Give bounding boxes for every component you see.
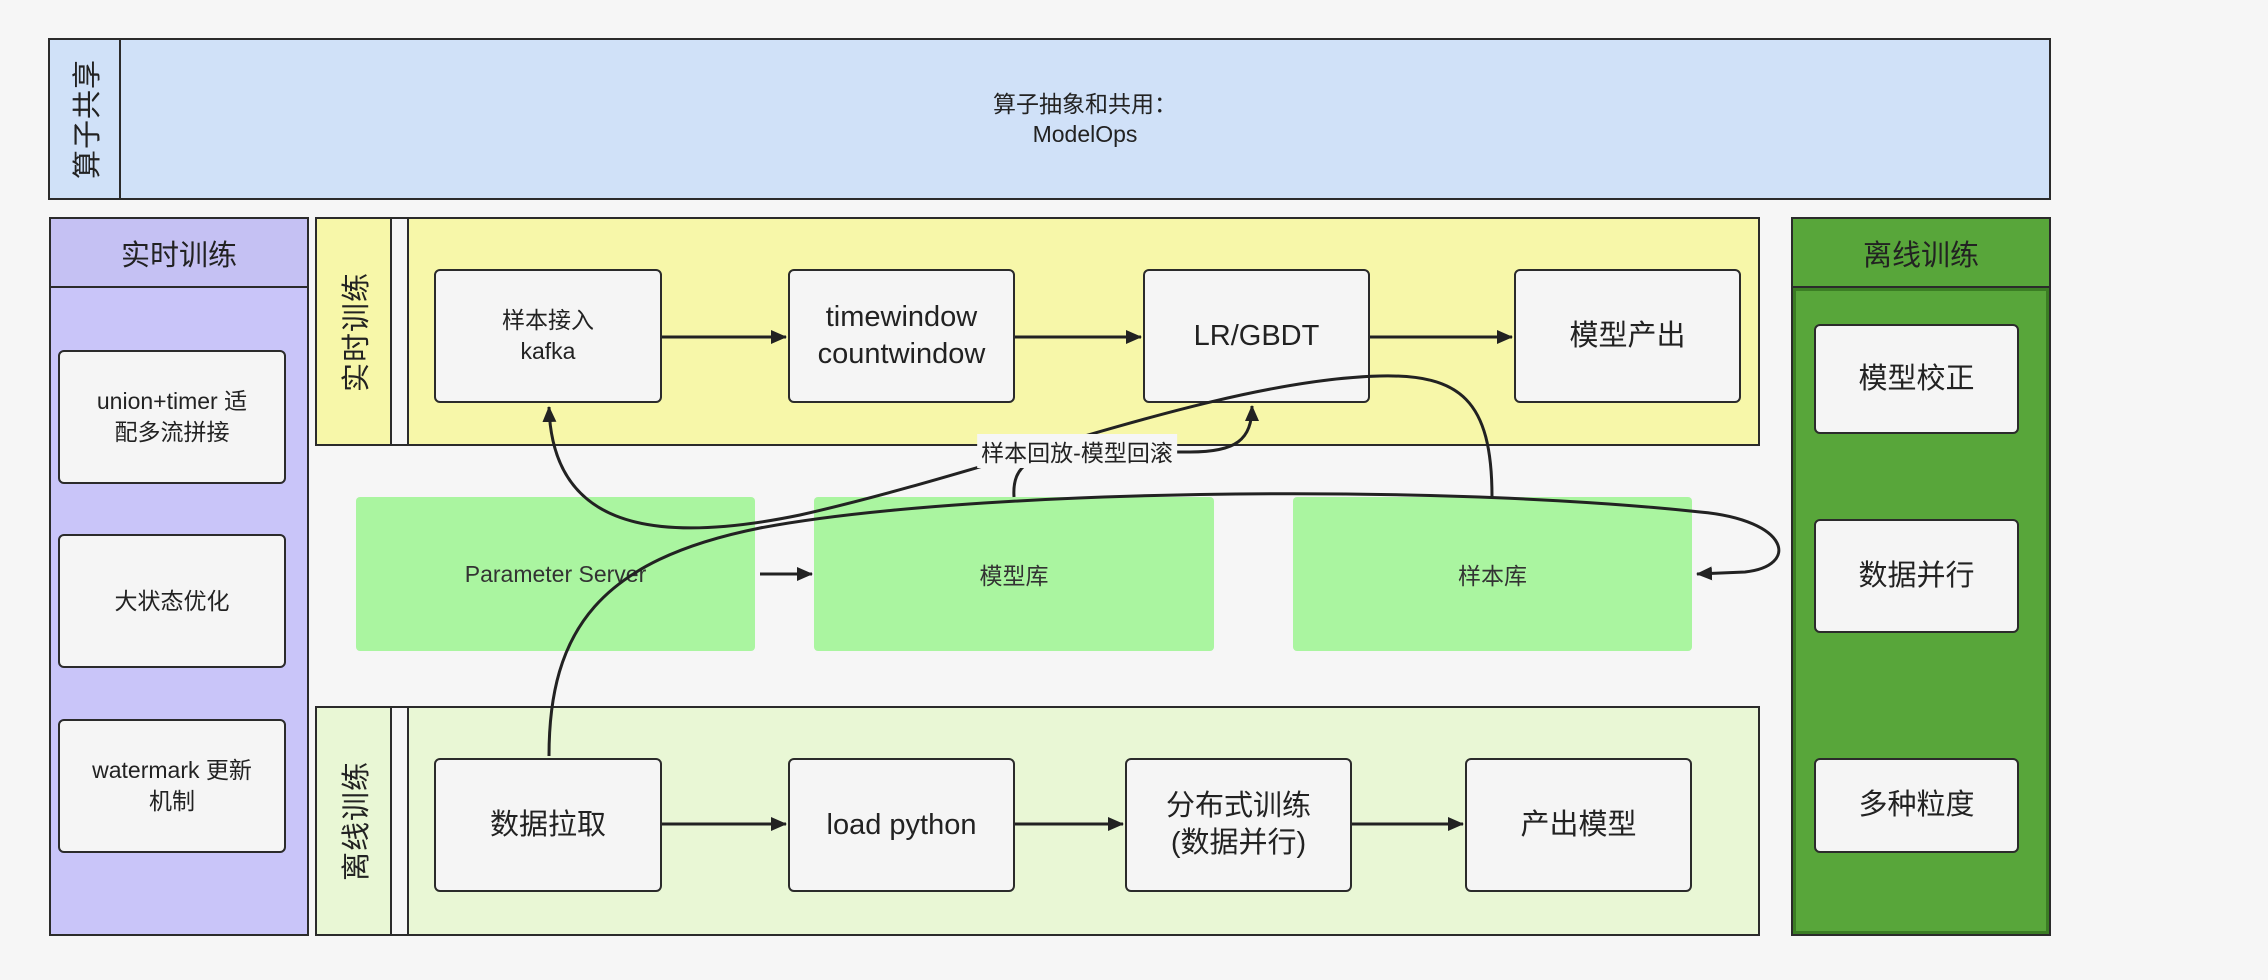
box-line: kafka — [520, 338, 576, 364]
box-line: (数据并行) — [1170, 827, 1307, 859]
step-data-pull: 数据拉取 — [434, 758, 662, 892]
box-line: watermark 更新 — [92, 757, 252, 783]
box-line: 分布式训练 — [1165, 790, 1311, 822]
step-sample-ingest-kafka: 样本接入 kafka — [434, 269, 662, 403]
box-line: countwindow — [817, 338, 986, 370]
box-line: 模型校正 — [1858, 362, 1975, 395]
operator-sharing-label: 算子共享 — [71, 58, 104, 180]
box-line: 模型产出 — [1569, 319, 1686, 352]
modelops-content: 算子抽象和共用： ModelOps — [121, 40, 2049, 198]
box-line: union+timer 适 — [96, 388, 248, 414]
offline-panel-title: 离线训练 — [1793, 219, 2049, 288]
realtime-lane-label: 实时训练 — [340, 271, 373, 392]
realtime-feature-multistream-join: union+timer 适 配多流拼接 — [58, 350, 286, 484]
realtime-training-panel: 实时训练 union+timer 适 配多流拼接 大状态优化 watermark… — [49, 217, 309, 936]
box-line: 大状态优化 — [114, 587, 230, 614]
box-line: 数据并行 — [1858, 559, 1975, 592]
offline-feature-data-parallel: 数据并行 — [1814, 519, 2019, 633]
box-line: timewindow — [825, 301, 978, 333]
realtime-lane-label-cell: 实时训练 — [317, 219, 392, 444]
lane-divider — [392, 708, 409, 934]
box-line: 样本接入 — [502, 307, 594, 333]
realtime-feature-large-state: 大状态优化 — [58, 534, 286, 668]
box-line: 产出模型 — [1520, 808, 1637, 841]
offline-lane-label: 离线训练 — [340, 760, 373, 882]
realtime-feature-watermark: watermark 更新 机制 — [58, 719, 286, 853]
step-lr-gbdt: LR/GBDT — [1143, 269, 1370, 403]
modelops-bar: 算子共享 算子抽象和共用： ModelOps — [48, 38, 2051, 200]
store-sample-repo: 样本库 — [1293, 497, 1692, 651]
replay-rollback-label: 样本回放-模型回滚 — [977, 434, 1177, 468]
offline-training-panel: 离线训练 模型校正 数据并行 多种粒度 — [1791, 217, 2051, 936]
step-windowing: timewindow countwindow — [788, 269, 1015, 403]
offline-training-lane: 离线训练 数据拉取 load python 分布式训练 (数据并行) 产出模型 — [315, 706, 1760, 936]
realtime-training-lane: 实时训练 样本接入 kafka timewindow countwindow L… — [315, 217, 1760, 446]
box-line: 配多流拼接 — [114, 419, 230, 445]
offline-feature-granularity: 多种粒度 — [1814, 758, 2019, 853]
step-distributed-training: 分布式训练 (数据并行) — [1125, 758, 1352, 892]
box-line: load python — [826, 808, 977, 841]
modelops-line-2: ModelOps — [1032, 121, 1138, 147]
store-model-repo: 模型库 — [814, 497, 1214, 651]
lane-divider — [392, 219, 409, 444]
store-parameter-server: Parameter Server — [356, 497, 755, 651]
step-model-output: 模型产出 — [1514, 269, 1741, 403]
offline-feature-model-calibration: 模型校正 — [1814, 324, 2019, 434]
box-line: LR/GBDT — [1193, 319, 1320, 352]
step-produce-model: 产出模型 — [1465, 758, 1692, 892]
modelops-line-1: 算子抽象和共用： — [993, 91, 1177, 117]
box-line: 多种粒度 — [1858, 789, 1975, 821]
step-load-python: load python — [788, 758, 1015, 892]
box-line: 机制 — [149, 788, 195, 814]
operator-sharing-label-cell: 算子共享 — [50, 40, 121, 198]
offline-lane-label-cell: 离线训练 — [317, 708, 392, 934]
box-line: 数据拉取 — [489, 808, 606, 841]
realtime-panel-title: 实时训练 — [51, 219, 307, 288]
